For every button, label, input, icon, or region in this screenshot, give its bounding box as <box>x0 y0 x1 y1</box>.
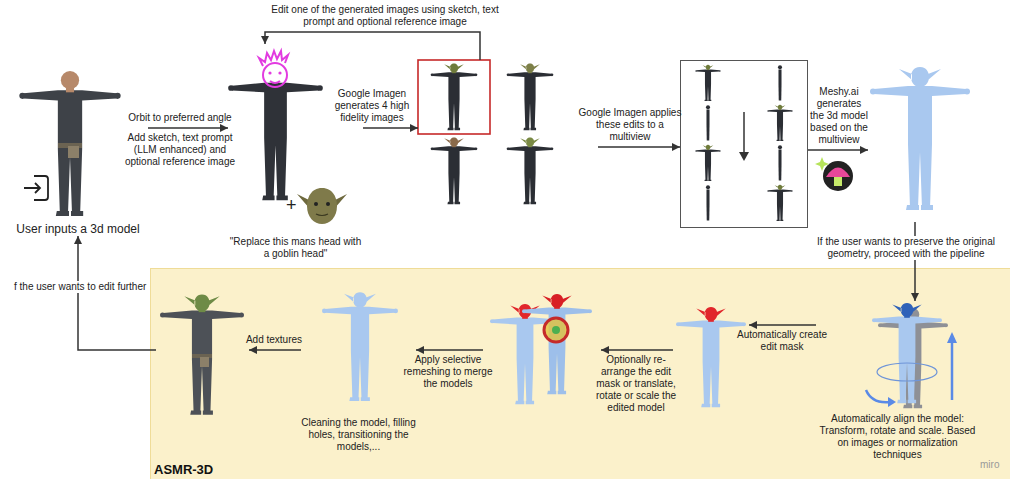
textured-model <box>160 295 244 415</box>
meshy-logo <box>815 157 853 191</box>
flow-arrow <box>749 324 816 326</box>
input-icon <box>24 176 48 200</box>
node-caption: "Replace this mans head with a goblin he… <box>228 236 363 260</box>
edge-label: If the user wants to preserve the origin… <box>808 236 1004 260</box>
node-caption: User inputs a 3d model <box>8 222 148 236</box>
sketched-figure <box>228 51 323 200</box>
flow-arrow <box>914 222 916 301</box>
asmr-band: ASMR-3DAutomatically align the model: Tr… <box>150 268 1010 479</box>
edge-label: Add textures <box>243 334 305 346</box>
aligned-model <box>866 303 957 408</box>
flow-arrow <box>249 349 301 351</box>
flow-arrow <box>363 127 418 129</box>
flow-arrow <box>265 32 480 60</box>
rearranged-models <box>490 294 592 404</box>
edge-label: Orbit to preferred angle <box>124 112 236 124</box>
edge-label: Apply selective remeshing to merge the m… <box>398 354 498 390</box>
flow-arrow <box>78 236 156 350</box>
generated-images <box>418 60 553 204</box>
edge-label: Optionally re-arrange the edit mask or t… <box>593 354 679 414</box>
edge-label: Automatically create edit mask <box>734 329 830 353</box>
generated-3d-model <box>870 67 970 210</box>
plus-sign: + <box>286 195 297 215</box>
edge-label: Meshy.ai generates the 3d model based on… <box>810 86 868 146</box>
flow-arrow <box>148 127 228 129</box>
edge-annotation: Add sketch, text prompt (LLM enhanced) a… <box>124 132 236 168</box>
edge-label: Edit one of the generated images using s… <box>265 4 505 28</box>
rearrange-stage <box>483 286 601 421</box>
flow-arrow <box>601 349 673 351</box>
node-caption: Cleaning the model, filling holes, trans… <box>301 417 416 453</box>
flow-arrow <box>598 146 680 148</box>
goblin-reference-head <box>297 188 347 224</box>
cleaned-model <box>322 292 398 401</box>
edge-label: Google Imagen generates 4 high fidelity … <box>326 88 418 124</box>
flow-arrow <box>808 149 868 151</box>
edge-label: f the user wants to edit further <box>12 281 148 293</box>
edge-label: Google Imagen applies these edits to a m… <box>575 107 685 143</box>
user-model-figure <box>19 71 120 216</box>
flow-arrow <box>416 349 483 351</box>
node-caption: ASMR-3D <box>154 462 1010 477</box>
multiview-figures <box>695 65 792 221</box>
edit-mask-model <box>676 307 746 407</box>
watermark: miro <box>980 459 999 471</box>
node-caption: Automatically align the model: Transform… <box>816 413 979 461</box>
sketch-stage: "Replace this mans head with a goblin he… <box>228 44 363 260</box>
